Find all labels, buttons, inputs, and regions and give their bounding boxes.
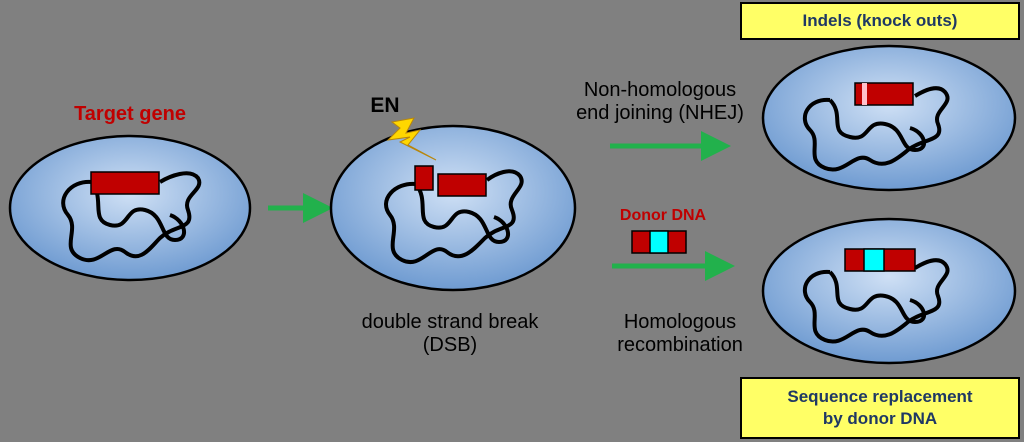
chromatin-loop bbox=[61, 171, 202, 263]
nhej-label-line2: end joining (NHEJ) bbox=[576, 102, 744, 124]
hr-label-line1: Homologous bbox=[623, 311, 737, 333]
target-gene-block bbox=[90, 171, 160, 195]
dsb-label: double strand break (DSB) bbox=[320, 311, 580, 357]
replacement-outcome-line1: Sequence replacement bbox=[787, 386, 973, 406]
indel-mark bbox=[862, 83, 867, 105]
hr-label: Homologous recombination bbox=[590, 311, 770, 357]
indels-outcome-text: Indels (knock outs) bbox=[802, 10, 958, 30]
cell-dsb bbox=[329, 124, 577, 292]
dsb-label-line1: double strand break bbox=[361, 311, 539, 333]
cell-target bbox=[8, 134, 252, 282]
donor-dna-label: Donor DNA bbox=[619, 207, 707, 224]
en-label: EN bbox=[370, 94, 400, 117]
hr-label-line2: recombination bbox=[617, 334, 743, 356]
nhej-label-line1: Non-homologous bbox=[583, 79, 737, 101]
indel-gene-block bbox=[854, 82, 914, 106]
donor-dna-block bbox=[631, 230, 687, 254]
cell-hr bbox=[761, 217, 1017, 365]
nhej-label: Non-homologous end joining (NHEJ) bbox=[535, 79, 785, 125]
chromatin-loop bbox=[802, 258, 950, 344]
chromatin-loop bbox=[384, 169, 524, 264]
cell-nhej bbox=[761, 44, 1017, 192]
dsb-label-line2: (DSB) bbox=[422, 334, 478, 356]
replacement-outcome-line2: by donor DNA bbox=[822, 409, 938, 428]
replacement-outcome-box: Sequence replacement by donor DNA bbox=[740, 377, 1020, 439]
indels-outcome-box: Indels (knock outs) bbox=[740, 2, 1020, 40]
gene-fragment-left bbox=[414, 165, 434, 191]
target-gene-label: Target gene bbox=[74, 103, 186, 125]
gene-fragment-right bbox=[437, 173, 487, 197]
donor-insert bbox=[863, 248, 885, 272]
chromatin-loop bbox=[802, 86, 950, 172]
lightning-bolt-icon bbox=[386, 117, 437, 161]
